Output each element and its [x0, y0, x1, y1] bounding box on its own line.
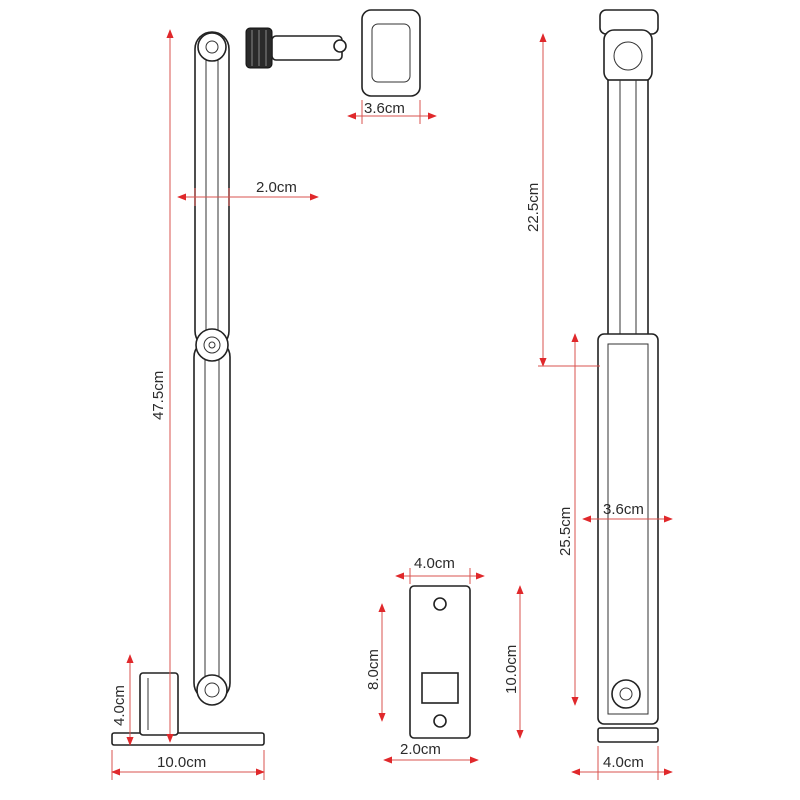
label-upper-arm-length: 22.5cm: [525, 183, 542, 232]
front-holder-head: [361, 9, 421, 97]
label-total-height: 47.5cm: [150, 371, 167, 420]
dimension-labels: 3.6cm 2.0cm 47.5cm 4.0cm 10.0cm 4.0cm 8.…: [111, 100, 644, 771]
side-base-plate: [597, 727, 659, 743]
side-bottom-joint-icon: [611, 679, 641, 709]
label-holder-width: 3.6cm: [364, 100, 405, 117]
front-lower-arm: [193, 339, 231, 701]
side-lower-arm: [597, 333, 659, 725]
label-arm-width: 2.0cm: [256, 179, 297, 196]
mounting-plate-view: [409, 585, 471, 739]
front-view: [111, 9, 421, 746]
side-joint-block: [603, 29, 653, 83]
front-base-plate: [111, 732, 265, 746]
front-upper-arm: [194, 31, 230, 349]
label-plate-width: 4.0cm: [414, 555, 455, 572]
plate-center-slot: [421, 672, 459, 704]
front-middle-joint-icon: [195, 328, 229, 362]
label-plate-slot-width: 2.0cm: [400, 741, 441, 758]
dimension-lines: [111, 29, 673, 780]
front-base-clamp: [139, 672, 179, 736]
label-lower-arm-length: 25.5cm: [557, 507, 574, 556]
front-bottom-joint-icon: [196, 674, 228, 706]
label-base-height: 4.0cm: [111, 685, 128, 726]
label-side-base-width: 4.0cm: [603, 754, 644, 771]
side-upper-arm: [607, 79, 649, 351]
side-view: [597, 9, 659, 743]
front-holder-neck: [271, 35, 343, 61]
label-base-length: 10.0cm: [157, 754, 206, 771]
label-plate-height: 10.0cm: [503, 645, 520, 694]
label-plate-hole-spacing: 8.0cm: [365, 649, 382, 690]
plate-bottom-hole-icon: [433, 714, 447, 728]
front-top-joint-icon: [197, 32, 227, 62]
plate-top-hole-icon: [433, 597, 447, 611]
label-side-arm-width: 3.6cm: [603, 501, 644, 518]
